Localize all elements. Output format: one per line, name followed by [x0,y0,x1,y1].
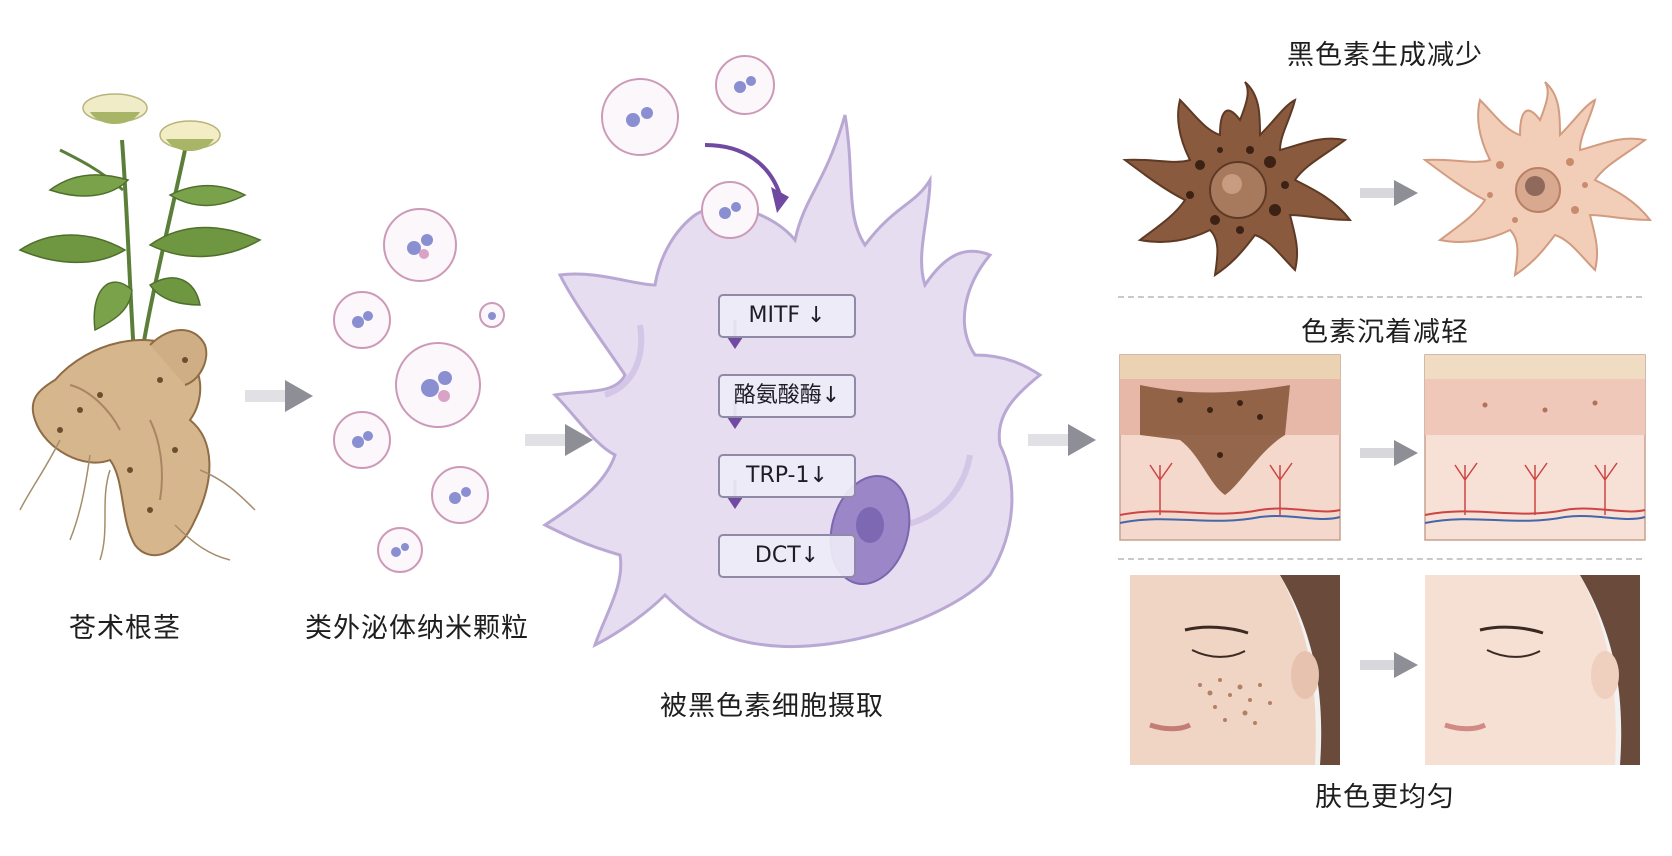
skin-section-after [1424,354,1646,541]
pathway-box-dct: DCT↓ [718,534,856,578]
compare-arrow-3 [1360,652,1418,678]
flow-arrow-2 [525,424,593,456]
flow-arrow-1 [245,380,313,412]
divider-1 [1118,296,1642,298]
label-rhizome: 苍术根茎 [69,613,181,644]
compare-arrow-1 [1360,180,1418,206]
face-after [1425,575,1640,765]
pathway-box-tyrosinase: 酪氨酸酶↓ [718,374,856,418]
face-before [1130,575,1340,765]
compare-arrow-2 [1360,440,1418,466]
label-exosome: 类外泌体纳米颗粒 [305,613,529,644]
pathway-box-trp1: TRP-1↓ [718,454,856,498]
melanocyte-after [1422,81,1653,278]
skin-section-before [1119,354,1341,541]
melanocyte-before [1122,81,1353,278]
vesicle [333,208,505,573]
divider-2 [1118,558,1642,560]
exosome-nanoparticles-cluster [333,208,505,573]
label-pigment-reduced: 色素沉着减轻 [1301,317,1469,348]
atractylodes-rhizome-illustration [18,93,262,561]
label-uptake: 被黑色素细胞摄取 [660,691,884,722]
flow-arrow-3 [1028,424,1096,456]
label-melanin-reduced: 黑色素生成减少 [1287,40,1483,71]
pathway-box-mitf: MITF ↓ [718,294,856,338]
label-skin-even: 肤色更均匀 [1315,782,1455,813]
